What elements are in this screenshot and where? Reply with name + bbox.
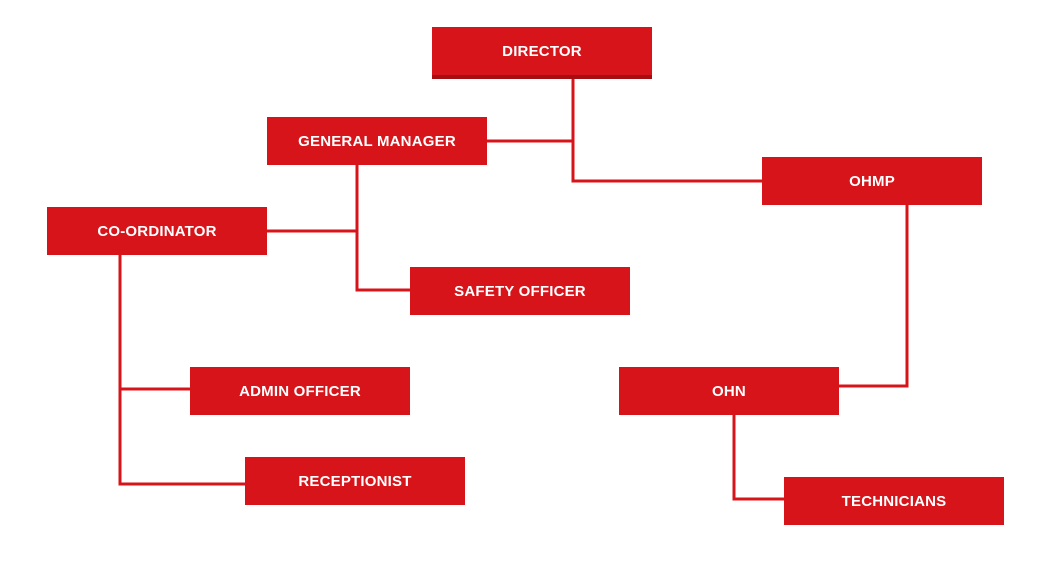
node-label-ohn: OHN [712,382,746,400]
node-label-general-manager: GENERAL MANAGER [298,132,456,150]
node-label-admin-officer: ADMIN OFFICER [239,382,361,400]
node-admin-officer: ADMIN OFFICER [190,367,410,415]
node-general-manager: GENERAL MANAGER [267,117,487,165]
node-label-technicians: TECHNICIANS [841,492,947,510]
node-label-safety-officer: SAFETY OFFICER [454,282,586,300]
node-ohmp: OHMP [762,157,982,205]
node-receptionist: RECEPTIONIST [245,457,465,505]
node-label-coordinator: CO-ORDINATOR [97,222,217,240]
node-label-director: DIRECTOR [502,42,582,60]
node-ohn: OHN [619,367,839,415]
node-label-ohmp: OHMP [849,172,895,190]
node-label-receptionist: RECEPTIONIST [298,472,412,490]
node-safety-officer: SAFETY OFFICER [410,267,630,315]
node-coordinator: CO-ORDINATOR [47,207,267,255]
node-technicians: TECHNICIANS [784,477,1004,525]
node-director: DIRECTOR [432,27,652,79]
